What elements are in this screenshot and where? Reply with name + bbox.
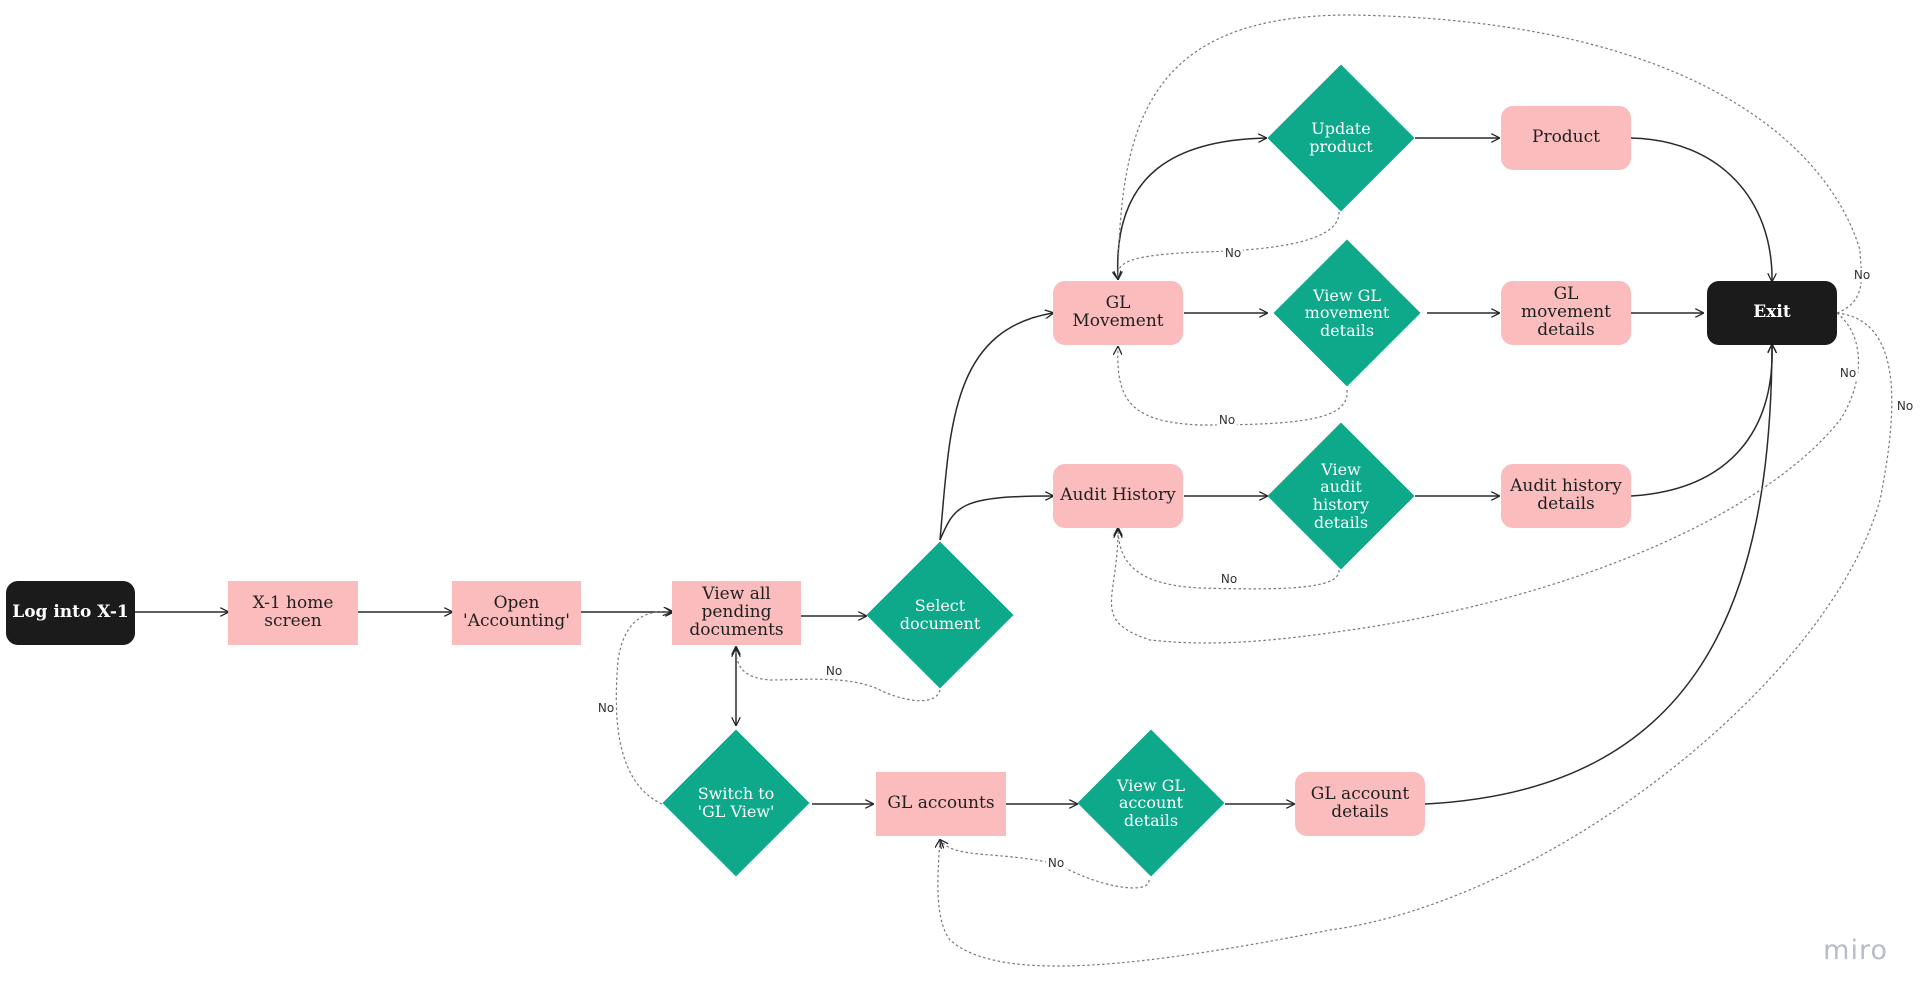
node-open-accounting-label: Open 'Accounting'	[463, 593, 570, 631]
node-gl-movement[interactable]: GL Movement	[1053, 281, 1183, 345]
decision-view-audit-history[interactable]: View audit history details	[1267, 422, 1415, 570]
edge-select-movement	[939, 313, 1053, 541]
node-pending-documents-label: View all pending documents	[689, 584, 784, 640]
decision-update-product[interactable]: Update product	[1267, 64, 1415, 212]
node-login-label: Log into X-1	[12, 602, 129, 623]
node-exit[interactable]: Exit	[1707, 281, 1837, 345]
edge-exit-no-top	[1118, 14, 1863, 314]
edge-update-no	[1118, 211, 1340, 279]
decision-view-gl-account-label: View GL account details	[1116, 775, 1186, 830]
edge-exit-no-audit	[1110, 312, 1859, 644]
edge-select-no	[736, 649, 941, 702]
edge-label-no-select: No	[823, 664, 845, 678]
edge-label-no-movement: No	[1216, 413, 1238, 427]
node-login[interactable]: Log into X-1	[6, 581, 135, 645]
edge-switch-no	[615, 612, 671, 805]
node-audit-history-details-label: Audit history details	[1510, 476, 1622, 514]
decision-switch-gl-view[interactable]: Switch to 'GL View'	[662, 729, 810, 877]
edge-label-no-switch: No	[595, 701, 617, 715]
edge-accountdetails-exit	[1424, 345, 1772, 805]
node-pending-documents[interactable]: View all pending documents	[672, 581, 801, 645]
edge-auditdetails-exit	[1630, 345, 1772, 497]
decision-view-audit-history-label: View audit history details	[1312, 459, 1370, 532]
edge-label-no-audit: No	[1218, 572, 1240, 586]
node-gl-movement-details[interactable]: GL movement details	[1501, 281, 1631, 345]
node-product-label: Product	[1532, 127, 1600, 148]
node-gl-movement-label: GL Movement	[1072, 293, 1164, 331]
miro-logo: miro	[1823, 935, 1888, 966]
decision-view-gl-account[interactable]: View GL account details	[1077, 729, 1225, 877]
node-gl-account-details[interactable]: GL account details	[1295, 772, 1425, 836]
edge-viewaudit-no	[1118, 528, 1340, 590]
node-home-screen[interactable]: X-1 home screen	[228, 581, 358, 645]
node-audit-history-label: Audit History	[1060, 485, 1176, 506]
node-open-accounting[interactable]: Open 'Accounting'	[452, 581, 581, 645]
decision-select-document-label: Select document	[899, 596, 981, 633]
decision-select-document[interactable]: Select document	[866, 541, 1014, 689]
edge-label-no-exit-1: No	[1851, 268, 1873, 282]
decision-view-gl-movement-label: View GL movement details	[1304, 285, 1390, 340]
decision-update-product-label: Update product	[1309, 119, 1373, 156]
node-gl-accounts[interactable]: GL accounts	[876, 772, 1006, 836]
node-product[interactable]: Product	[1501, 106, 1631, 170]
edge-label-no-update: No	[1222, 246, 1244, 260]
node-gl-movement-details-label: GL movement details	[1521, 284, 1611, 340]
edge-exit-no-accounts	[938, 312, 1893, 967]
edge-label-no-exit-3: No	[1894, 399, 1916, 413]
node-audit-history-details[interactable]: Audit history details	[1501, 464, 1631, 528]
node-gl-account-details-label: GL account details	[1310, 784, 1410, 822]
decision-switch-gl-view-label: Switch to 'GL View'	[697, 784, 775, 821]
edge-movement-update	[1116, 138, 1266, 281]
node-gl-accounts-label: GL accounts	[887, 793, 995, 814]
node-exit-label: Exit	[1753, 302, 1791, 323]
node-audit-history[interactable]: Audit History	[1053, 464, 1183, 528]
edge-label-no-exit-2: No	[1837, 366, 1859, 380]
decision-view-gl-movement[interactable]: View GL movement details	[1273, 239, 1421, 387]
edge-select-audit	[939, 496, 1053, 541]
edge-viewmovement-no	[1118, 347, 1348, 426]
edge-product-exit	[1630, 137, 1772, 281]
node-home-screen-label: X-1 home screen	[252, 593, 334, 631]
edge-label-no-account: No	[1045, 856, 1067, 870]
